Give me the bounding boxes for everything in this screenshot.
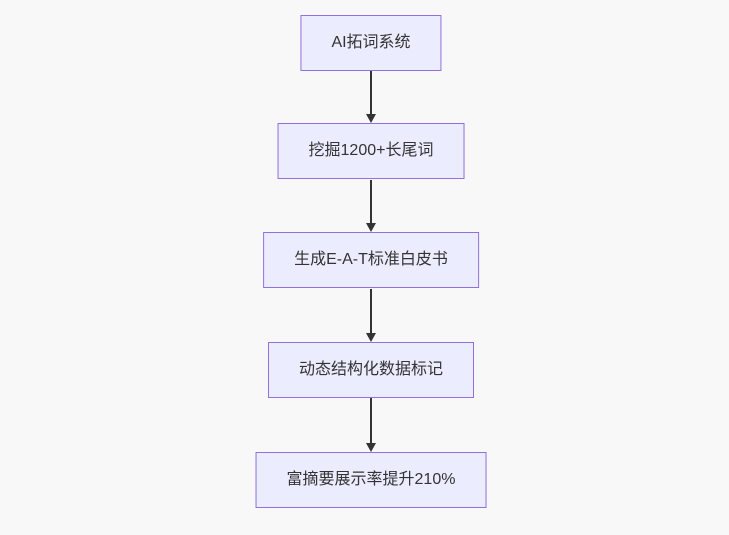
arrow-line	[370, 71, 372, 114]
flowchart-node-ai-keyword-system: AI拓词系统	[300, 15, 442, 71]
arrow-connector	[365, 71, 377, 123]
arrow-head-icon	[366, 443, 376, 452]
arrow-connector	[365, 180, 377, 232]
arrow-connector	[365, 289, 377, 342]
flowchart-node-longtail-mining: 挖掘1200+长尾词	[277, 123, 465, 179]
arrow-head-icon	[366, 333, 376, 342]
arrow-line	[370, 289, 372, 333]
arrow-connector	[365, 398, 377, 452]
arrow-line	[370, 398, 372, 443]
arrow-head-icon	[366, 114, 376, 123]
arrow-head-icon	[366, 223, 376, 232]
flowchart-node-eat-whitepaper: 生成E-A-T标准白皮书	[263, 232, 479, 288]
flowchart-node-structured-data-markup: 动态结构化数据标记	[267, 342, 475, 398]
flowchart-node-rich-snippet-result: 富摘要展示率提升210%	[255, 452, 487, 508]
arrow-line	[370, 180, 372, 223]
